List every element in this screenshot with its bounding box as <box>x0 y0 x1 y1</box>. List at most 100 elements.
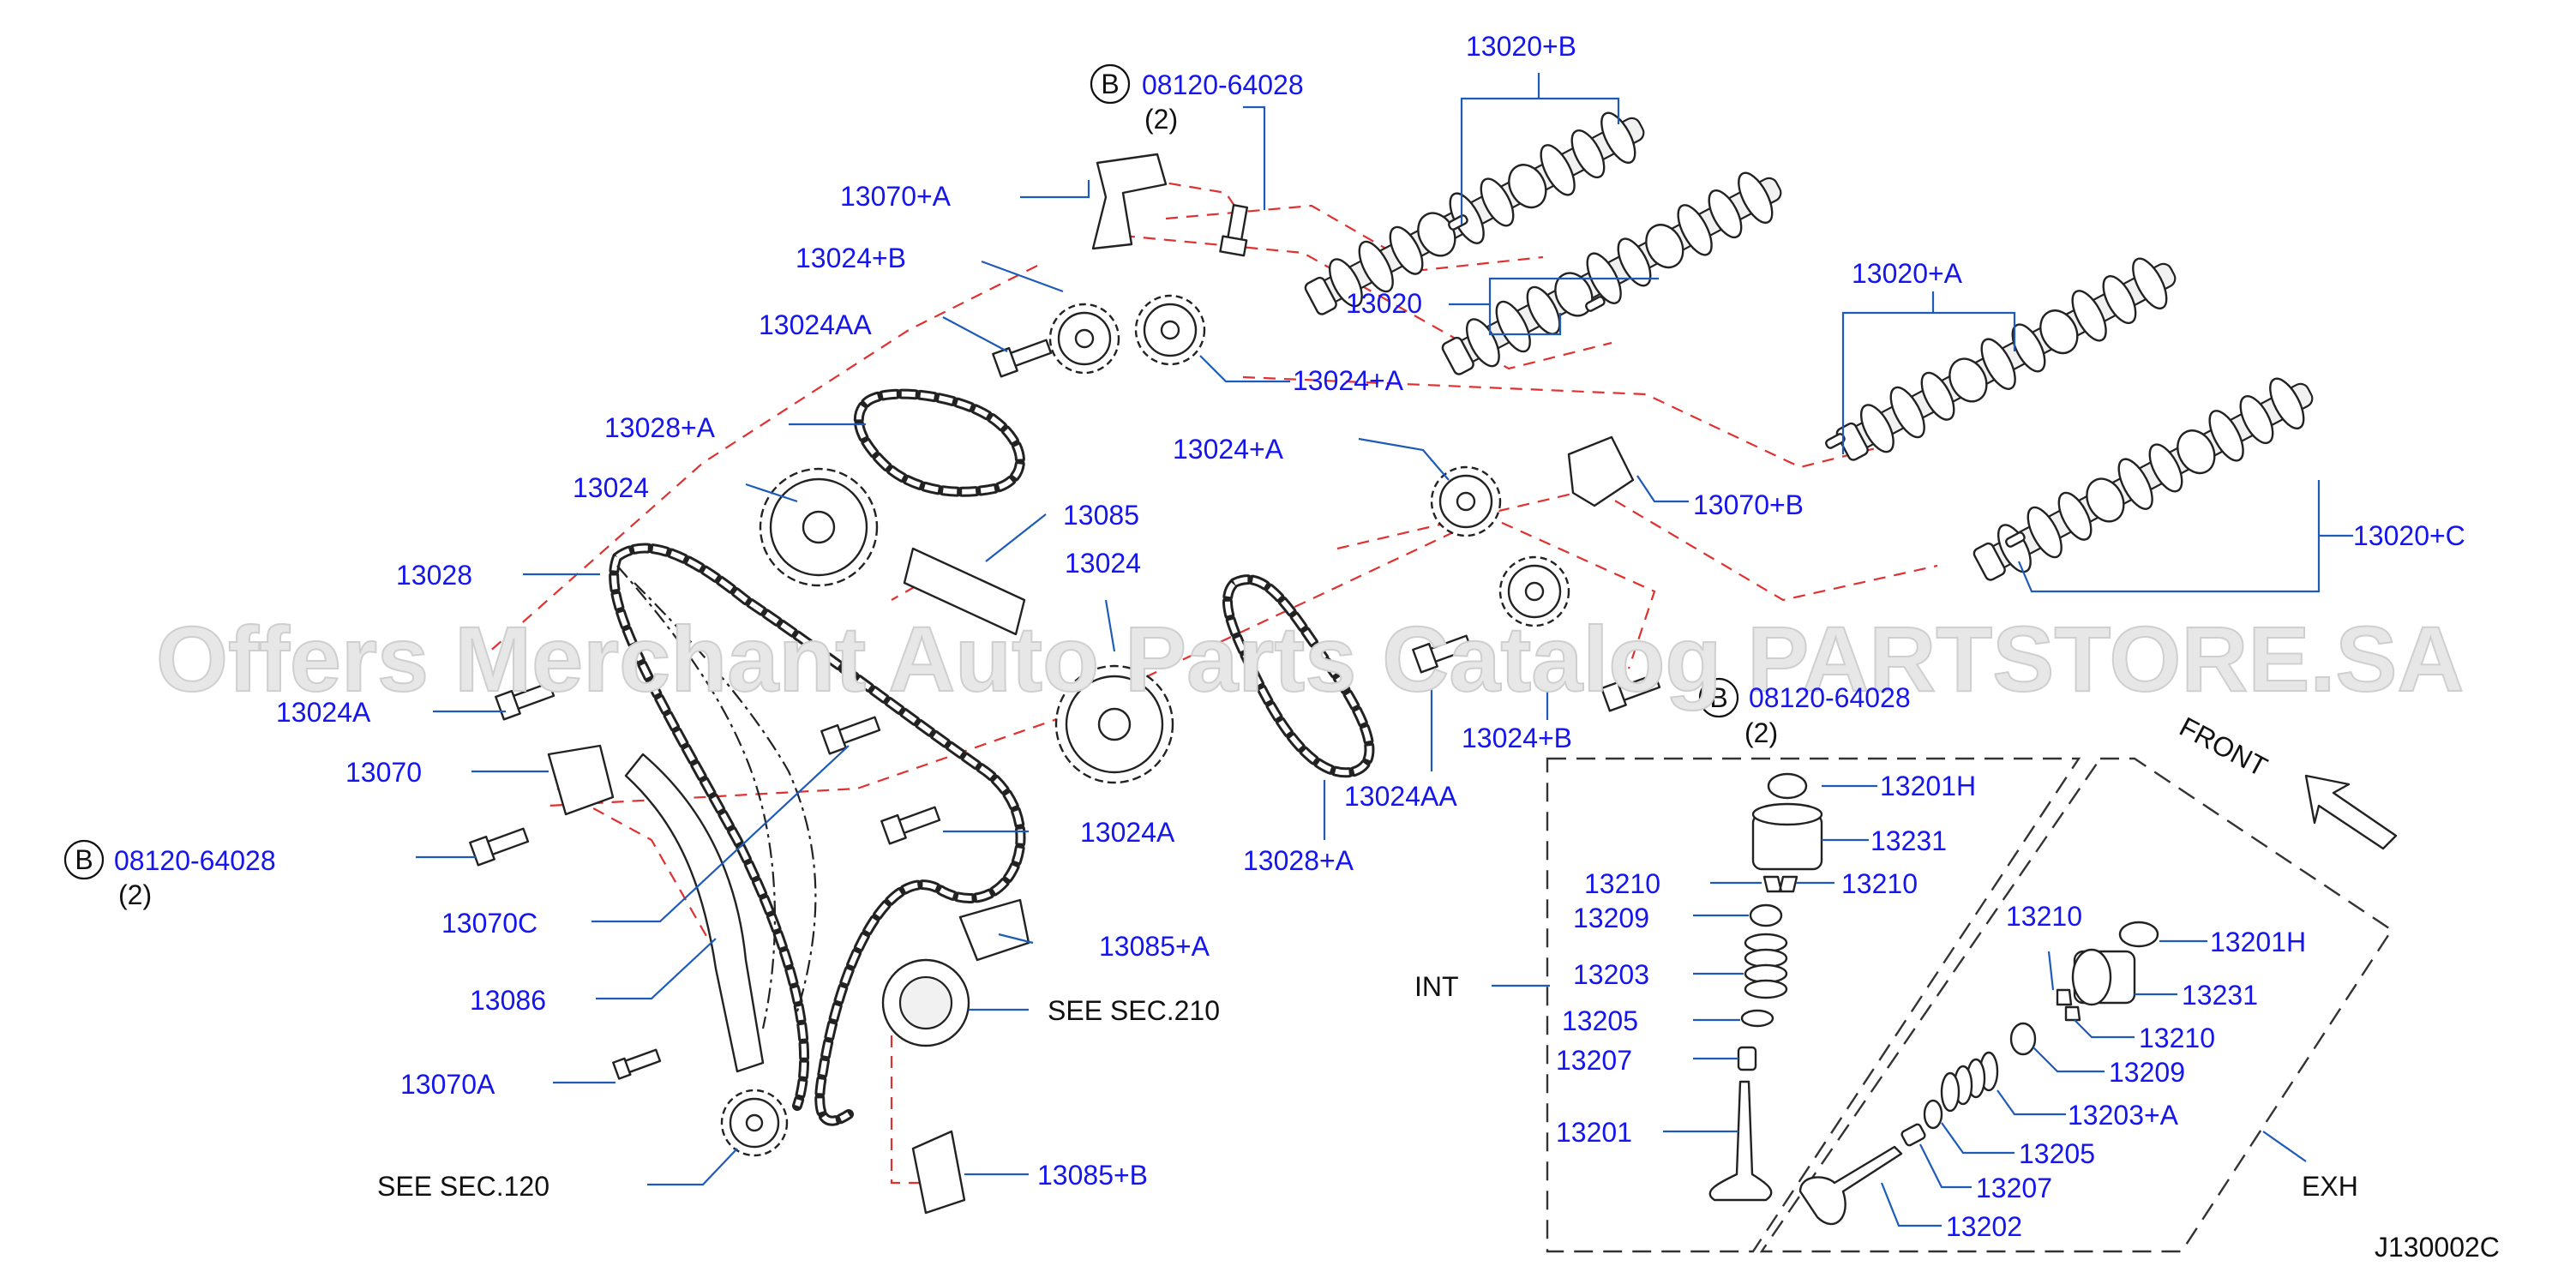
guides-and-tensioners <box>547 153 1635 1215</box>
camshaft-13020 <box>1441 171 1782 375</box>
label-13086: 13086 <box>470 985 546 1016</box>
chain-guide-outline <box>633 582 817 1012</box>
diagram-code: J130002C <box>2375 1232 2500 1263</box>
exh-valve-parts <box>1798 921 2159 1226</box>
chain-guide-13085A <box>958 898 1030 962</box>
label-int-13231: 13231 <box>1870 825 1947 856</box>
front-arrow-icon <box>2304 774 2398 850</box>
camshafts <box>1304 111 2314 581</box>
bolt-badges: B B B <box>63 63 1739 880</box>
int-box <box>1546 757 2081 1253</box>
label-13028A-top: 13028+A <box>604 412 716 443</box>
label-int-13205: 13205 <box>1562 1005 1638 1036</box>
label-13070A: 13070A <box>400 1069 495 1100</box>
label-see-sec210: SEE SEC.210 <box>1048 995 1220 1026</box>
badge-b-right <box>1698 677 1739 718</box>
label-int-13203: 13203 <box>1573 959 1649 990</box>
valve-detail-boxes <box>1546 757 2393 1253</box>
label-bolt-top-qty: (2) <box>1144 104 1178 135</box>
label-see-sec120: SEE SEC.120 <box>377 1171 549 1202</box>
label-13020: 13020 <box>1346 288 1422 319</box>
label-int-13209: 13209 <box>1573 903 1649 933</box>
badge-b-left <box>63 839 105 880</box>
label-exh-13207: 13207 <box>1976 1173 2052 1203</box>
label-13028: 13028 <box>396 560 472 591</box>
dowel-pin <box>1585 296 1606 312</box>
exh-box <box>1759 757 2393 1253</box>
label-13070: 13070 <box>345 757 422 788</box>
badge-b-right-letter: B <box>1709 682 1727 713</box>
dowel-pin <box>1448 214 1468 231</box>
label-13024A-top: 13024+A <box>1293 365 1404 396</box>
label-int-13210-right: 13210 <box>1841 868 1918 899</box>
label-13085A: 13085+A <box>1099 931 1210 962</box>
sprocket-13024A-top <box>1134 294 1206 366</box>
label-13024A-low: 13024A <box>1080 817 1175 848</box>
label-13020A: 13020+A <box>1852 258 1963 289</box>
label-bolt-08120-left: 08120-64028 <box>114 845 276 876</box>
tensioner-sec210 <box>881 958 970 1047</box>
label-int-13201: 13201 <box>1556 1117 1632 1148</box>
label-13024AA-mid: 13024AA <box>1344 781 1457 812</box>
label-exh-13231: 13231 <box>2182 980 2258 1011</box>
label-bolt-right-qty: (2) <box>1744 717 1778 748</box>
label-exh-13201H: 13201H <box>2210 927 2306 957</box>
label-13024AA-top: 13024AA <box>759 309 872 340</box>
sprockets <box>720 294 1570 1157</box>
label-exh-box: EXH <box>2302 1171 2358 1202</box>
label-13020B: 13020+B <box>1466 31 1576 62</box>
crank-sprocket-sec120 <box>720 1089 789 1157</box>
label-exh-13210b: 13210 <box>2139 1023 2215 1053</box>
label-13020C: 13020+C <box>2353 520 2465 551</box>
label-13024-center: 13024 <box>1065 548 1141 579</box>
badge-b-top-letter: B <box>1101 69 1119 99</box>
label-13024-left: 13024 <box>573 472 649 503</box>
chain-guide-13085B <box>911 1130 966 1215</box>
tensioner-13070B <box>1567 435 1635 507</box>
tensioner-13070A-top <box>1091 153 1168 250</box>
label-13024B-top: 13024+B <box>796 243 906 273</box>
label-exh-13203A: 13203+A <box>2068 1100 2179 1131</box>
label-exh-13210: 13210 <box>2006 901 2082 932</box>
chain-guide-13085 <box>903 547 1026 636</box>
secondary-chain-13028A-top <box>853 388 1025 497</box>
timing-chains <box>609 388 1375 1126</box>
label-13070C: 13070C <box>441 908 537 939</box>
label-13070A-top: 13070+A <box>840 181 952 212</box>
camshaft-13020B <box>1304 111 1645 315</box>
label-int-13207: 13207 <box>1556 1045 1632 1076</box>
main-chain-13028 <box>609 543 1026 1126</box>
badge-b-left-letter: B <box>75 844 93 875</box>
bolts <box>469 204 1661 1080</box>
label-int-13210-left: 13210 <box>1584 868 1660 899</box>
label-front: FRONT <box>2175 711 2273 783</box>
label-13028A-mid: 13028+A <box>1243 845 1354 876</box>
sprocket-13024B-mid <box>1498 555 1570 627</box>
camshaft-13020C <box>1973 377 2314 581</box>
label-13085B: 13085+B <box>1037 1160 1148 1191</box>
label-int-box: INT <box>1414 971 1459 1002</box>
sprocket-13024B-top <box>1048 303 1120 375</box>
label-bolt-left-qty: (2) <box>118 879 152 910</box>
slack-guide-13086 <box>624 753 765 1073</box>
label-exh-13202: 13202 <box>1946 1211 2022 1242</box>
leader-lines <box>416 73 2353 1227</box>
label-bolt-08120-right: 08120-64028 <box>1749 682 1911 713</box>
secondary-chain-13028A-mid <box>1222 574 1375 778</box>
label-13024A-left: 13024A <box>276 697 371 728</box>
int-valve-parts <box>1708 772 1823 1202</box>
watermark-text: Offers Merchant Auto Parts Catalog PARTS… <box>156 607 2464 711</box>
label-int-13201H: 13201H <box>1880 771 1976 801</box>
label-13070B: 13070+B <box>1693 489 1804 520</box>
label-13085: 13085 <box>1063 500 1139 531</box>
dowel-pin <box>2005 531 2026 548</box>
label-bolt-08120-top: 08120-64028 <box>1142 69 1304 100</box>
badge-b-top <box>1090 63 1131 105</box>
label-exh-13209: 13209 <box>2109 1057 2185 1088</box>
sprocket-13024-large-center <box>1054 664 1174 784</box>
sprocket-13024-large-left <box>759 467 879 587</box>
camshaft-13020A <box>1835 257 2177 461</box>
label-exh-13205: 13205 <box>2019 1138 2095 1169</box>
tensioner-13070 <box>547 744 615 816</box>
